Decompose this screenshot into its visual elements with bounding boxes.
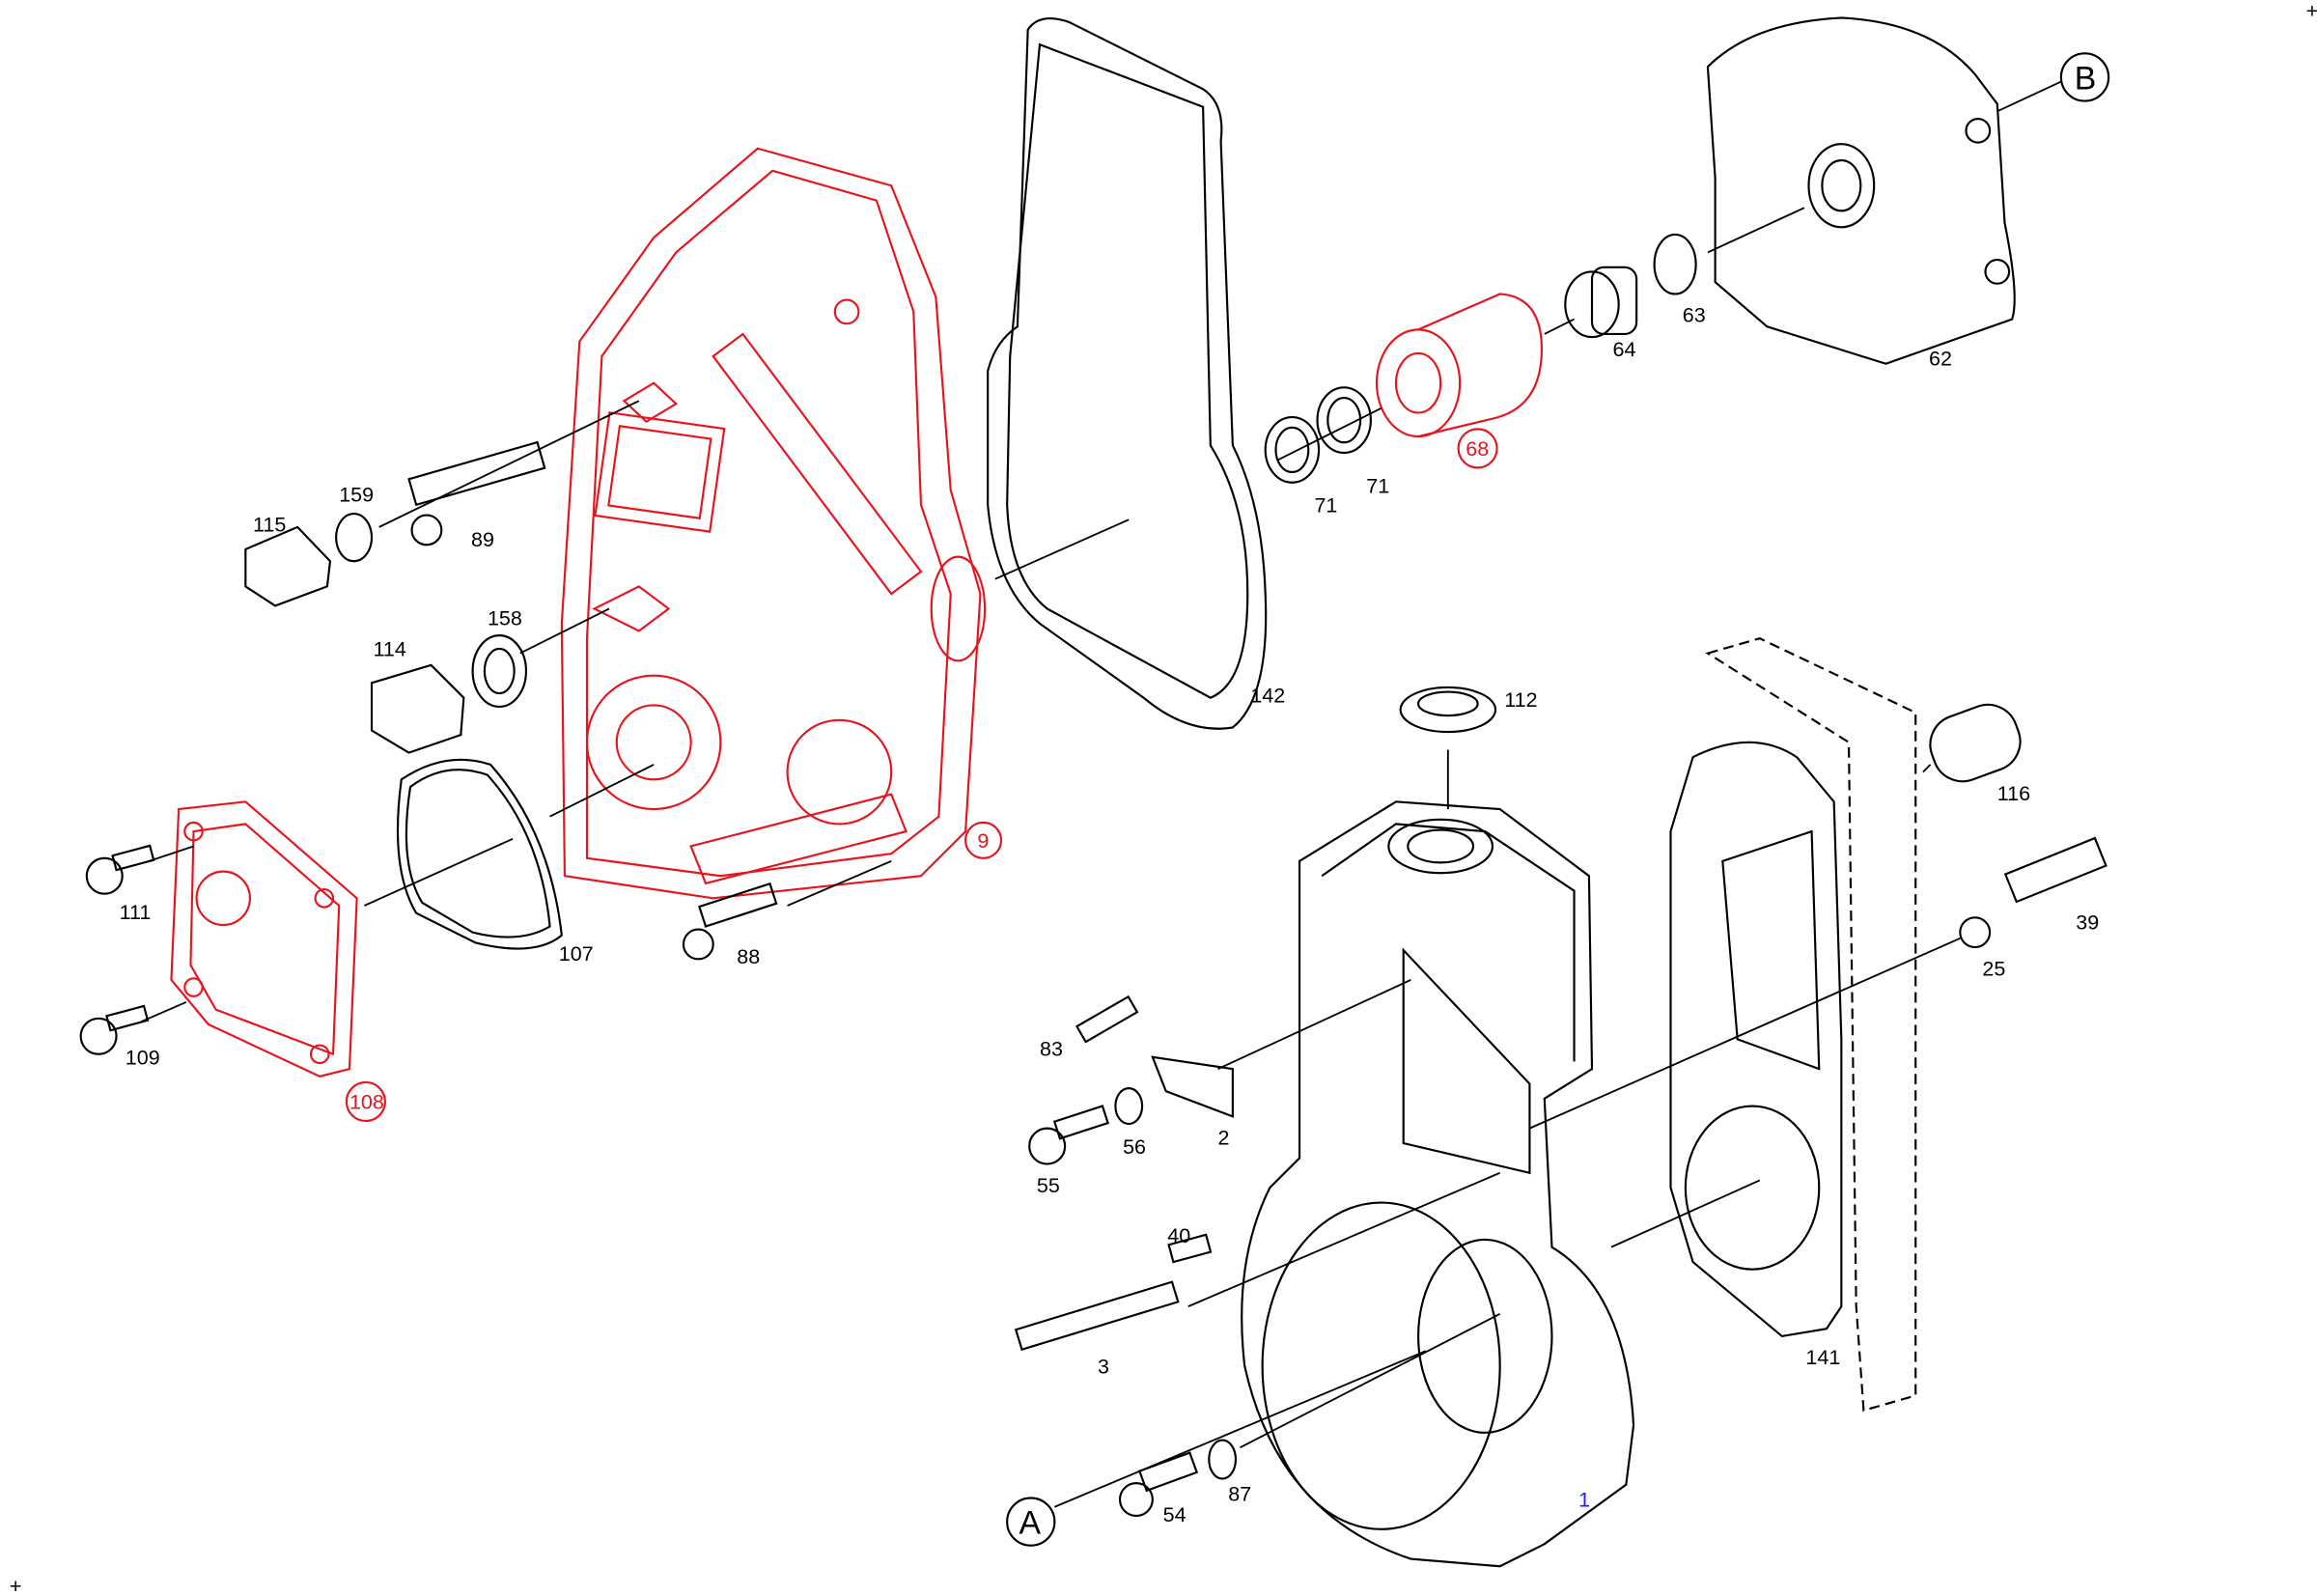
label-1[interactable]: 1 [1578, 1489, 1590, 1512]
label-112[interactable]: 112 [1504, 688, 1537, 712]
label-158[interactable]: 158 [488, 606, 522, 630]
label-63[interactable]: 63 [1683, 304, 1706, 327]
label-111[interactable]: 111 [120, 901, 152, 924]
label-89[interactable]: 89 [471, 528, 494, 551]
part-9-housing[interactable] [560, 147, 987, 900]
label-159[interactable]: 159 [339, 484, 374, 507]
part-142-gasket[interactable] [987, 17, 1268, 730]
label-87[interactable]: 87 [1228, 1483, 1251, 1506]
label-114[interactable]: 114 [374, 638, 406, 661]
label-25[interactable]: 25 [1982, 957, 2005, 980]
label-107[interactable]: 107 [559, 942, 594, 966]
label-3[interactable]: 3 [1098, 1355, 1109, 1378]
label-55[interactable]: 55 [1037, 1174, 1060, 1197]
label-108[interactable]: 108 [349, 1091, 384, 1114]
corner-mark: + [2306, 0, 2317, 22]
label-88[interactable]: 88 [737, 945, 760, 968]
label-109[interactable]: 109 [126, 1047, 160, 1070]
part-108-cover[interactable] [170, 800, 358, 1078]
label-b[interactable]: B [2075, 60, 2097, 97]
part-62-bracket[interactable] [1706, 16, 2016, 365]
small-parts [79, 233, 2108, 1518]
label-9[interactable]: 9 [977, 829, 989, 853]
corner-mark: + [10, 1575, 22, 1596]
part-141-gasket[interactable] [1669, 741, 1843, 1338]
label-141[interactable]: 141 [1805, 1346, 1840, 1369]
label-115[interactable]: 115 [253, 513, 286, 536]
label-71-a[interactable]: 71 [1314, 493, 1337, 517]
label-56[interactable]: 56 [1123, 1135, 1146, 1159]
label-39[interactable]: 39 [2076, 911, 2099, 935]
callout-circle-b [2059, 52, 2110, 102]
label-a[interactable]: A [1019, 1504, 1041, 1541]
label-142[interactable]: 142 [1250, 684, 1285, 707]
callout-circle-68 [1457, 428, 1498, 469]
leader-lines [141, 80, 2062, 1508]
part-1-housing[interactable] [1241, 800, 1635, 1568]
label-64[interactable]: 64 [1613, 338, 1636, 361]
label-116[interactable]: 116 [1997, 782, 2030, 805]
callout-circle-108 [345, 1080, 386, 1123]
label-68[interactable]: 68 [1466, 437, 1489, 461]
callout-circle-9 [964, 821, 1003, 859]
label-71-b[interactable]: 71 [1366, 475, 1389, 498]
label-62[interactable]: 62 [1929, 347, 1952, 370]
label-2[interactable]: 2 [1218, 1127, 1230, 1150]
part-labels: 115 159 89 114 158 111 109 108 107 88 9 … [120, 60, 2100, 1541]
label-40[interactable]: 40 [1167, 1224, 1190, 1247]
callout-circle-a [1006, 1497, 1056, 1547]
dashed-reference-part [1705, 637, 1917, 1413]
part-107-oring[interactable] [396, 758, 563, 950]
part-68-bushing[interactable] [1375, 293, 1543, 438]
label-54[interactable]: 54 [1163, 1503, 1186, 1526]
label-83[interactable]: 83 [1040, 1037, 1063, 1060]
